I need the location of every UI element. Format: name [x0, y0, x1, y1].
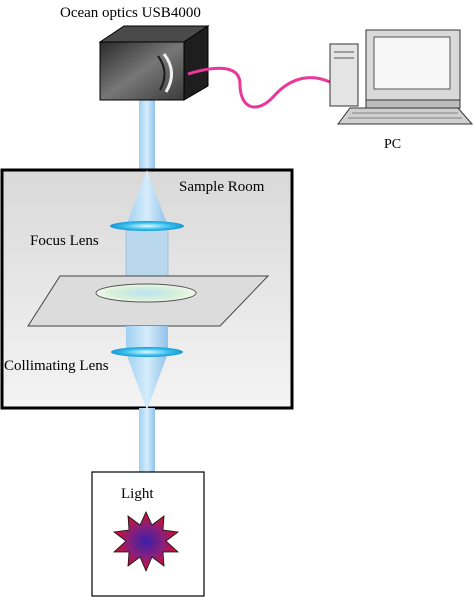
collimating-lens	[111, 347, 183, 357]
spectrometer-icon	[98, 25, 210, 101]
computer-icon	[329, 29, 474, 125]
spectrometer-label: Ocean optics USB4000	[60, 5, 201, 21]
pc-label: PC	[384, 137, 402, 152]
light-label: Light	[121, 486, 154, 502]
usb-cable	[187, 66, 331, 109]
sample-plate	[27, 275, 270, 327]
collimating-lens-label: Collimating Lens	[4, 358, 109, 374]
beam-converge-top	[126, 170, 168, 226]
beam-converge-bottom	[126, 353, 168, 410]
focus-lens	[110, 221, 184, 231]
focus-lens-label: Focus Lens	[30, 233, 99, 249]
beam-from-light	[139, 408, 155, 472]
sample-holder	[95, 283, 197, 303]
sample-room-label: Sample Room	[179, 179, 265, 195]
beam-upper	[139, 96, 155, 170]
star-burst-icon	[112, 511, 180, 573]
